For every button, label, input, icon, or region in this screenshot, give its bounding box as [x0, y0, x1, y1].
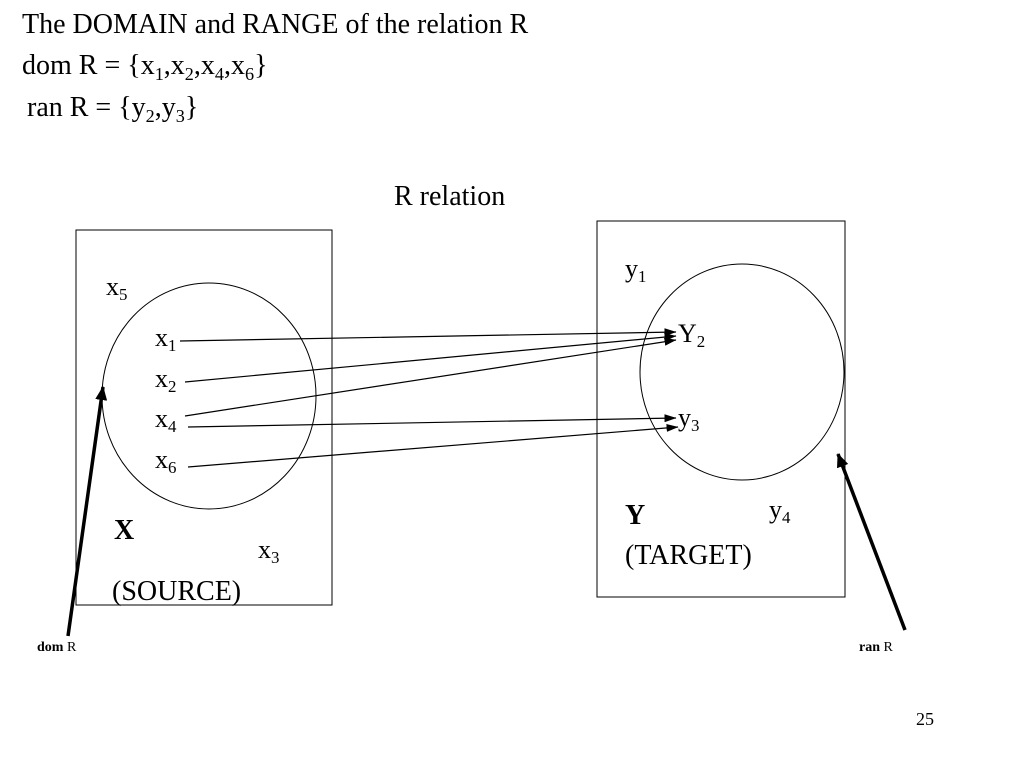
arrow-x6-y3 — [187, 423, 679, 468]
page-number: 25 — [916, 709, 934, 729]
ran-line: ran R = {y2,y3} — [27, 92, 199, 126]
dom-item-1: x1 — [140, 50, 164, 84]
dom-item-4: x6 — [230, 50, 255, 84]
element-y1: y1 — [625, 254, 647, 287]
slide-title: The DOMAIN and RANGE of the relation R — [22, 9, 529, 40]
element-x6: x6 — [155, 445, 177, 478]
arrow-x4-y2 — [184, 337, 677, 417]
arrow-x4-y3 — [187, 414, 677, 428]
arrow-x1-y2 — [179, 328, 677, 342]
dom-item-2: x2 — [170, 50, 194, 84]
dom-line-prefix: dom R = { — [22, 50, 141, 81]
ran-item-2: y3 — [161, 92, 185, 126]
dom-line: dom R = {x1,x2,x4,x6} — [22, 50, 268, 84]
range-ellipse — [639, 263, 845, 481]
domain-ellipse — [101, 282, 317, 510]
ran-pointer-label: ran R — [859, 640, 893, 655]
element-y3: y3 — [678, 403, 700, 436]
element-x1: x1 — [155, 323, 177, 356]
dom-pointer-label: dom R — [37, 640, 77, 655]
relation-label: R relation — [394, 181, 506, 212]
ran-line-prefix: ran R = { — [27, 92, 132, 123]
ran-pointer-arrow — [836, 453, 907, 631]
element-x5: x5 — [106, 272, 128, 305]
element-x4: x4 — [155, 404, 177, 437]
element-y4: y4 — [769, 495, 791, 528]
dom-item-3: x4 — [200, 50, 224, 84]
arrow-x2-y2 — [184, 333, 677, 383]
source-role-label: (SOURCE) — [112, 576, 242, 607]
element-x3: x3 — [258, 535, 280, 568]
source-set-box — [75, 229, 333, 606]
ran-line-suffix: } — [184, 92, 199, 123]
dom-pointer-arrow — [66, 386, 108, 637]
target-role-label: (TARGET) — [625, 540, 752, 571]
element-y2: Y2 — [678, 319, 706, 352]
source-set-name: X — [114, 515, 135, 546]
element-x2: x2 — [155, 364, 177, 397]
target-set-name: Y — [625, 500, 646, 531]
dom-line-suffix: } — [254, 50, 268, 81]
ran-item-1: y2 — [131, 92, 155, 126]
target-set-box — [596, 220, 846, 598]
